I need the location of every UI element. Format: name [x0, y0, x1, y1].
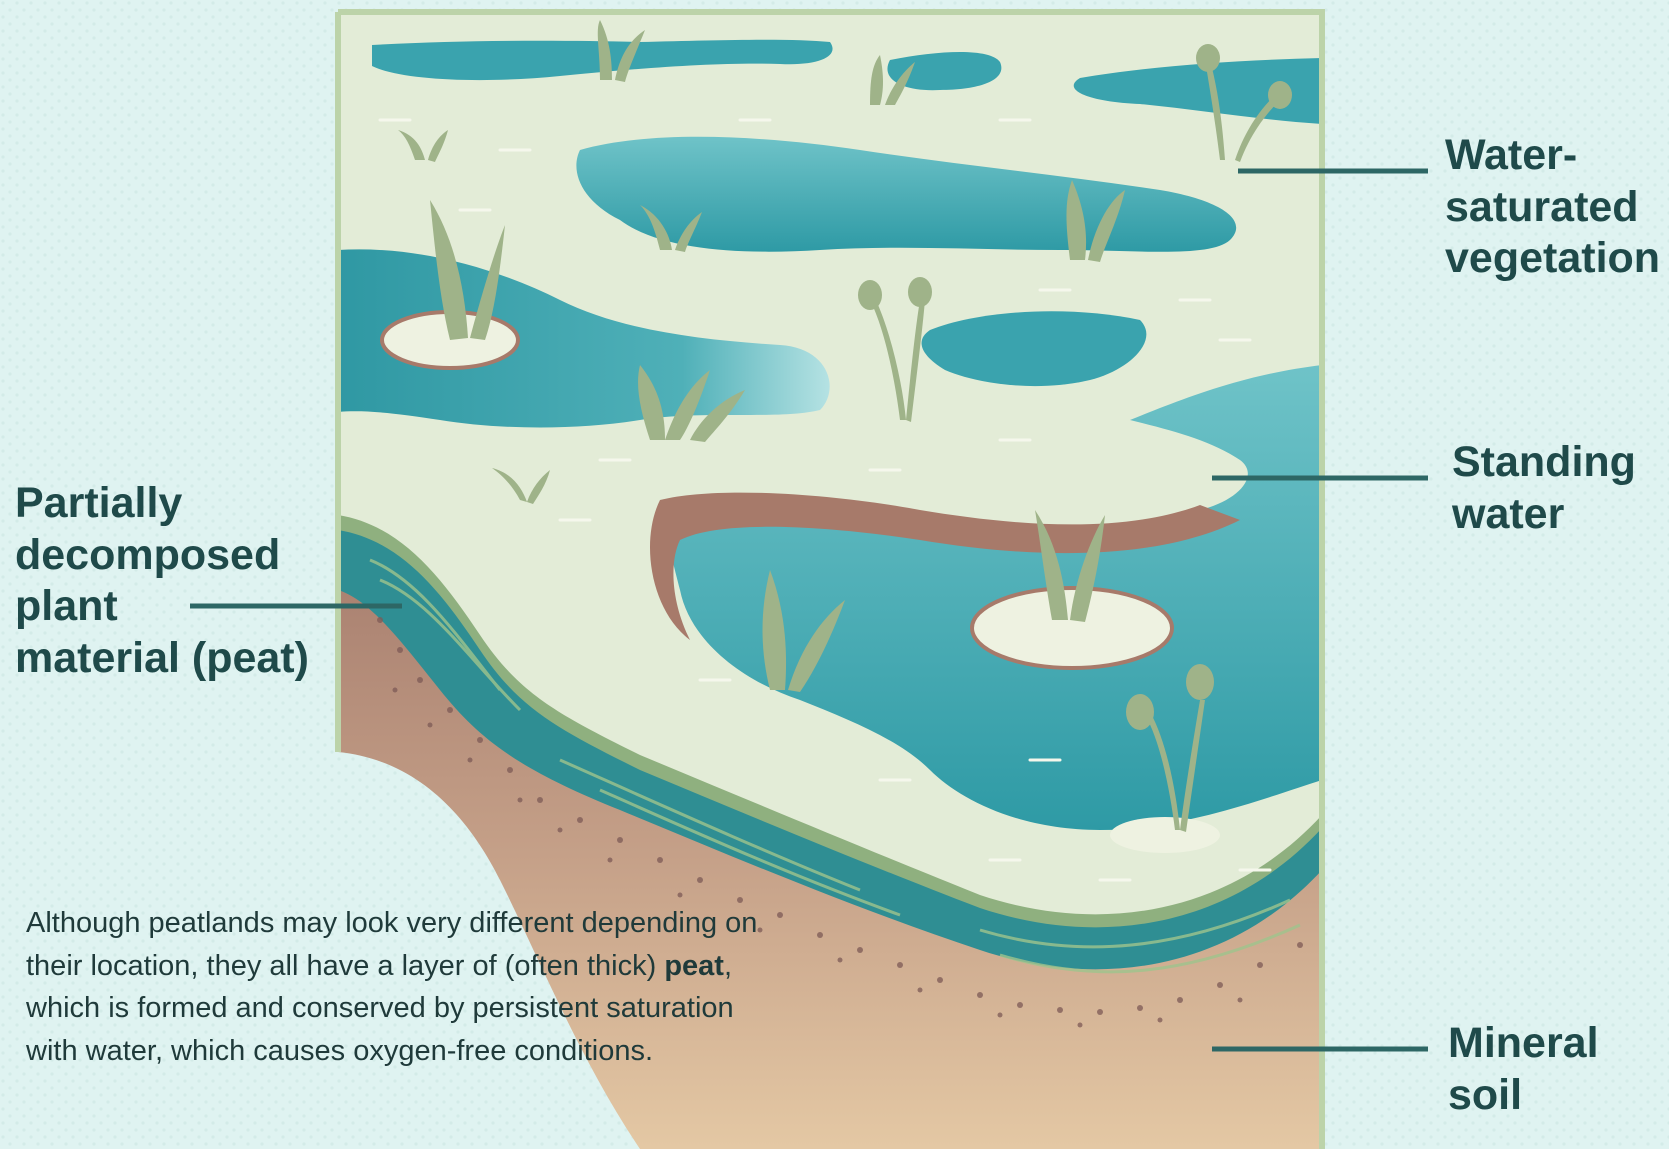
- label-line: soil: [1448, 1070, 1599, 1122]
- island-right: [972, 588, 1172, 668]
- caption-bold: peat: [664, 950, 724, 982]
- label-line: decomposed: [15, 530, 309, 582]
- label-standing-water: Standing water: [1452, 437, 1636, 540]
- label-line: material (peat): [15, 633, 309, 685]
- caption-text: Although peatlands may look very differe…: [26, 902, 786, 1072]
- label-water-saturated-vegetation: Water- saturated vegetation: [1445, 130, 1660, 285]
- label-peat: Partially decomposed plant material (pea…: [15, 478, 309, 684]
- label-line: plant: [15, 581, 309, 633]
- label-line: Mineral: [1448, 1018, 1599, 1070]
- label-line: water: [1452, 489, 1636, 541]
- island-bottom: [1110, 817, 1220, 853]
- label-line: saturated: [1445, 182, 1660, 234]
- label-line: Partially: [15, 478, 309, 530]
- label-mineral-soil: Mineral soil: [1448, 1018, 1599, 1121]
- caption-part: Although peatlands may look very differe…: [26, 907, 757, 982]
- label-line: Water-: [1445, 130, 1660, 182]
- label-line: vegetation: [1445, 233, 1660, 285]
- label-line: Standing: [1452, 437, 1636, 489]
